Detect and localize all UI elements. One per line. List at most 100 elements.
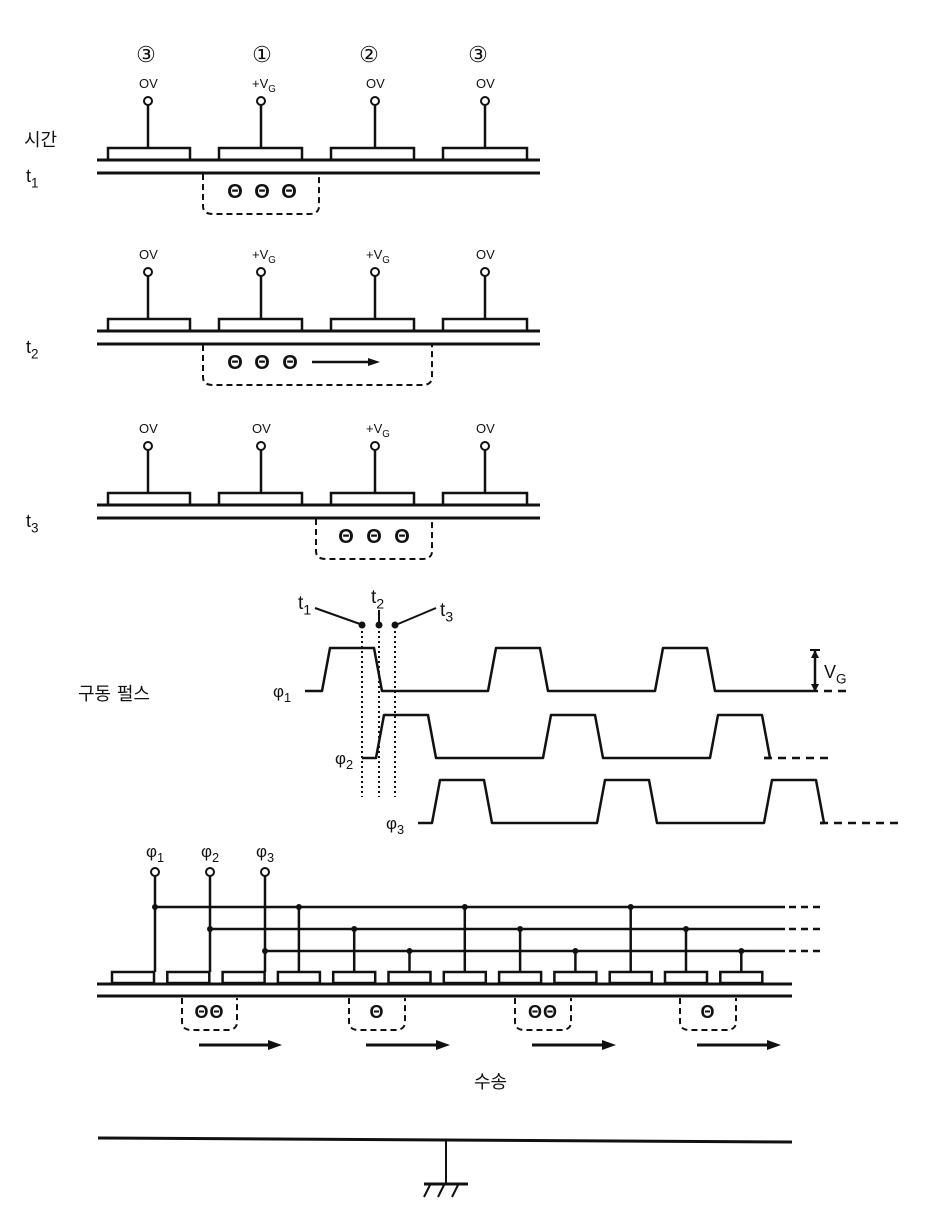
terminal-icon (256, 267, 266, 277)
phase-terminal-label-main: φ (146, 842, 157, 861)
time-label: t3 (26, 511, 39, 535)
junction-dot (738, 948, 745, 954)
gate-electrode (663, 970, 709, 985)
gate-electrode (217, 146, 304, 162)
time-label-subscript: 3 (31, 520, 39, 535)
time-label-subscript: 1 (31, 175, 39, 190)
gate-electrode (553, 970, 598, 985)
voltage-label-main: OV (139, 76, 158, 91)
phase-terminal-label-subscript: 3 (267, 850, 274, 865)
junction-dot (295, 904, 302, 910)
time-axis-label: 시간 (24, 130, 57, 151)
gate-electrode (331, 970, 377, 985)
substrate-line (97, 1136, 793, 1144)
phase-label-subscript: 3 (397, 822, 404, 837)
time-marker-label-subscript: 2 (376, 597, 384, 613)
time-label-main: t (26, 511, 31, 531)
phase-label: φ1 (273, 682, 291, 705)
gate-electrode (106, 317, 192, 333)
electron-charge-icon: Θ (227, 181, 243, 203)
gate-electrode (329, 491, 416, 507)
terminal-icon (205, 867, 215, 877)
drive-pulse-label: 구동 펄스 (78, 684, 150, 705)
gate-electrode (166, 970, 211, 985)
leader-line (397, 607, 437, 625)
phase-terminal-label-main: φ (201, 842, 212, 861)
voltage-label-subscript: G (268, 84, 276, 95)
voltage-label-subscript: G (382, 429, 390, 440)
pulse-phi2: φ2 (335, 713, 832, 772)
phase-label: φ2 (335, 749, 353, 772)
phase-label-subscript: 2 (346, 757, 353, 772)
electrode-index: ① (252, 42, 272, 67)
electrode-index: ③ (136, 42, 156, 67)
gate-electrode (217, 317, 304, 333)
gate-electrode (441, 146, 529, 162)
electron-charge-icon: Θ (254, 352, 270, 374)
arrow-right-icon (368, 358, 380, 366)
voltage-label: OV (366, 76, 385, 91)
electron-charge-icon: Θ (394, 526, 410, 548)
voltage-label: OV (139, 247, 158, 262)
gate-electrode (221, 970, 266, 985)
pulse-phi1: φ1 (273, 646, 852, 705)
phase-terminal-label-subscript: 2 (212, 850, 219, 865)
time-label: t1 (26, 166, 39, 190)
voltage-label-main: +V (366, 421, 383, 436)
phase-terminal-label-main: φ (256, 842, 267, 861)
junction-dot (351, 926, 358, 932)
electrode-index: ③ (468, 42, 488, 67)
voltage-label: +VG (366, 247, 390, 266)
potential-well (181, 998, 238, 1031)
voltage-label-main: OV (476, 247, 495, 262)
gate-electrode (110, 970, 156, 985)
electron-charge-icon: Θ (338, 526, 354, 548)
voltage-label: +VG (252, 247, 276, 266)
electrode-indices: ③ ① ② ③ (136, 42, 488, 67)
time-label: t2 (26, 337, 39, 361)
time-marker-label-main: t (440, 600, 446, 621)
time-marker-label: t2 (371, 587, 384, 613)
electron-charge-icon: Θ (227, 352, 243, 374)
substrate-ground (97, 1136, 793, 1198)
phase-terminal-label: φ2 (201, 842, 219, 865)
gate-electrode (387, 970, 432, 985)
junction-dot (406, 948, 413, 954)
phase-label-subscript: 1 (284, 690, 291, 705)
voltage-label-main: +V (366, 247, 383, 262)
voltage-label: OV (252, 421, 271, 436)
potential-well (202, 174, 320, 215)
voltage-label: OV (476, 421, 495, 436)
junction-dot (627, 904, 634, 910)
potential-well (315, 519, 433, 560)
terminal-icon (480, 441, 490, 451)
amplitude-label-subscript: G (836, 671, 847, 686)
potential-well (679, 998, 737, 1031)
pulse-waveform (418, 778, 826, 825)
time-marker-label-subscript: 3 (445, 610, 453, 626)
voltage-label: +VG (366, 421, 390, 440)
voltage-label-subscript: G (268, 255, 276, 266)
voltage-label-main: OV (252, 421, 271, 436)
voltage-label: OV (476, 247, 495, 262)
gate-electrode (608, 970, 653, 985)
voltage-label-main: +V (252, 247, 269, 262)
ground-icon (423, 1182, 468, 1198)
gate-electrode (441, 317, 529, 333)
voltage-label-main: OV (476, 76, 495, 91)
terminal-icon (256, 96, 266, 106)
electron-charge-icon: ΘΘ (194, 1002, 224, 1022)
arrow-right-icon (436, 1040, 450, 1050)
electron-charge-icon: ΘΘ (528, 1002, 558, 1022)
arrow-right-icon (268, 1040, 282, 1050)
gate-electrode (497, 970, 543, 985)
terminal-icon (370, 96, 380, 106)
time-label-main: t (26, 337, 31, 357)
phase-label-main: φ (335, 749, 346, 768)
phase-terminal-label: φ3 (256, 842, 274, 865)
